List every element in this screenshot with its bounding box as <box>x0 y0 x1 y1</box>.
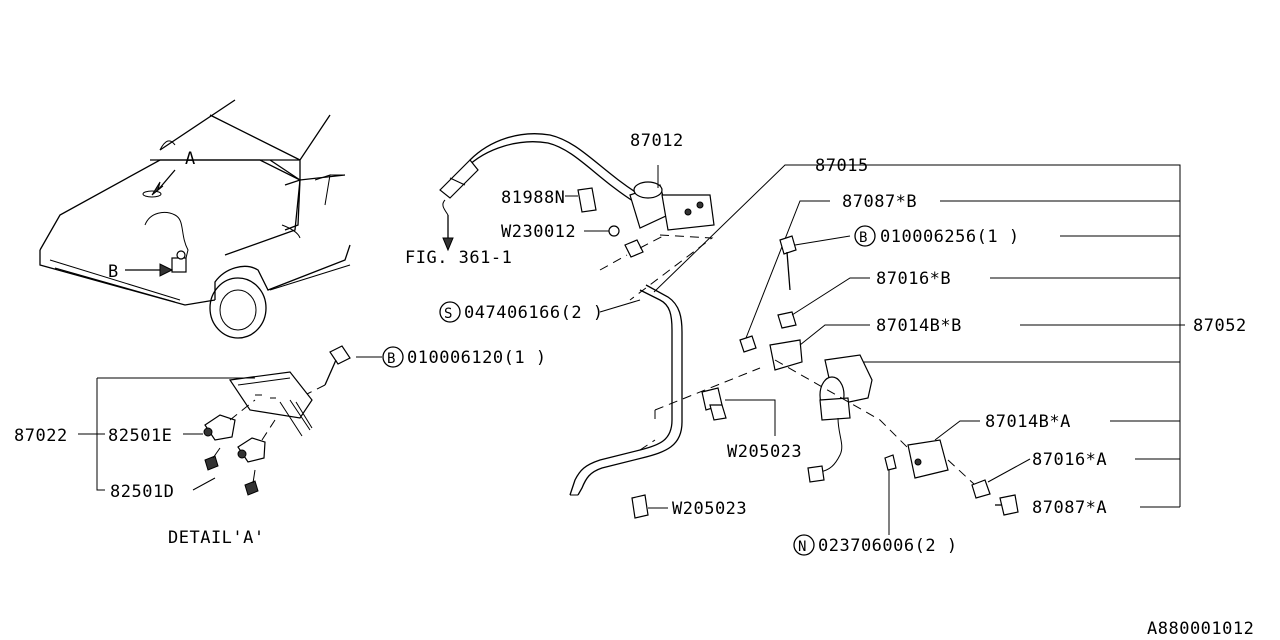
part-label-82501E: 82501E <box>108 426 172 446</box>
part-label-87087B: 87087*B <box>842 192 917 212</box>
symbol-s: S <box>444 306 453 322</box>
symbol-n: N <box>798 539 807 555</box>
part-label-W205023-lower: W205023 <box>672 499 747 519</box>
part-label-023706006: 023706006(2 ) <box>818 536 958 556</box>
part-label-87014BB: 87014B*B <box>876 316 962 336</box>
part-label-W230012: W230012 <box>501 222 576 242</box>
diagram-id: A880001012 <box>1147 619 1254 639</box>
symbol-b-circle-2 <box>382 346 404 368</box>
part-label-87012: 87012 <box>630 131 684 151</box>
washer-cable-assembly <box>439 133 875 519</box>
symbol-b-2: B <box>387 351 396 367</box>
detail-a-title: DETAIL'A' <box>168 528 265 548</box>
part-label-047406166: 047406166(2 ) <box>464 303 604 323</box>
symbol-s-circle <box>439 301 461 323</box>
part-label-82501D: 82501D <box>110 482 174 502</box>
washer-motor-assembly <box>739 164 1185 535</box>
vehicle-marker-b: B <box>108 262 119 282</box>
part-label-81988N: 81988N <box>501 188 565 208</box>
part-label-87016B: 87016*B <box>876 269 951 289</box>
symbol-b-circle-1 <box>854 225 876 247</box>
part-label-87052: 87052 <box>1193 316 1247 336</box>
part-label-87014BA: 87014B*A <box>985 412 1071 432</box>
part-label-010006120: 010006120(1 ) <box>407 348 547 368</box>
part-label-87087A: 87087*A <box>1032 498 1107 518</box>
vehicle-marker-a: A <box>185 149 196 169</box>
symbol-n-circle <box>793 534 815 556</box>
part-label-87016A: 87016*A <box>1032 450 1107 470</box>
fig-reference: FIG. 361-1 <box>405 248 512 268</box>
part-label-W205023-upper: W205023 <box>727 442 802 462</box>
detail-a-illustration <box>78 345 351 496</box>
part-label-87022: 87022 <box>14 426 68 446</box>
vehicle-illustration <box>39 99 351 339</box>
part-label-87015: 87015 <box>815 156 869 176</box>
part-label-010006256: 010006256(1 ) <box>880 227 1020 247</box>
symbol-b-1: B <box>859 230 868 246</box>
